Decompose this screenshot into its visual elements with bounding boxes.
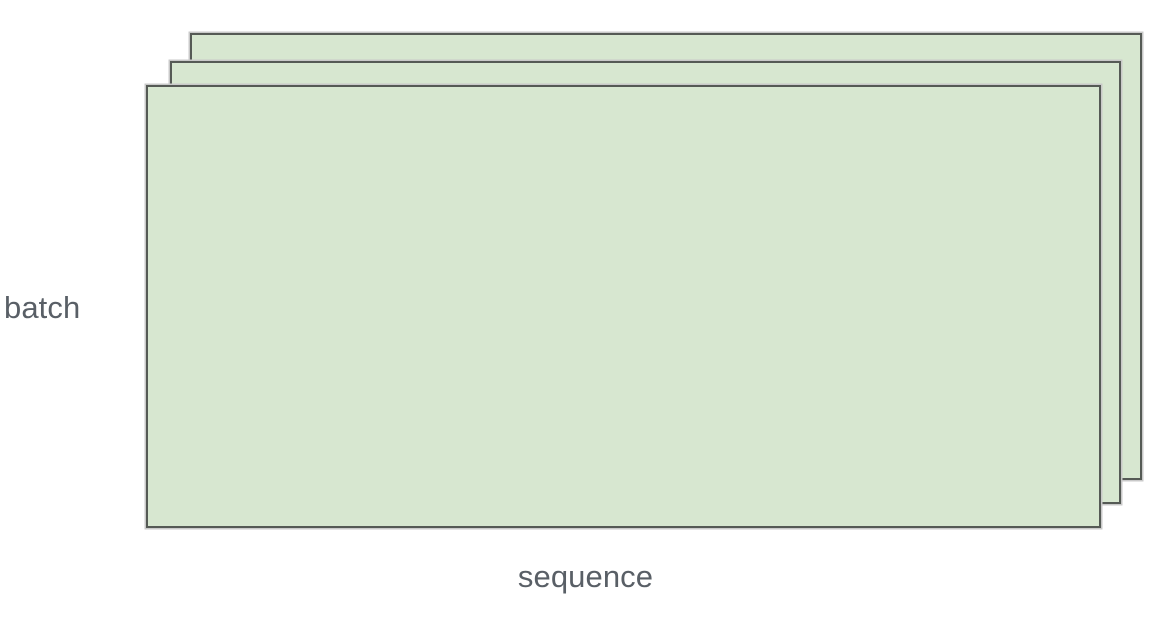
sequence-axis-label: sequence <box>517 559 654 594</box>
batch-axis-label: batch <box>4 290 81 325</box>
tensor-slab-front <box>146 85 1101 528</box>
